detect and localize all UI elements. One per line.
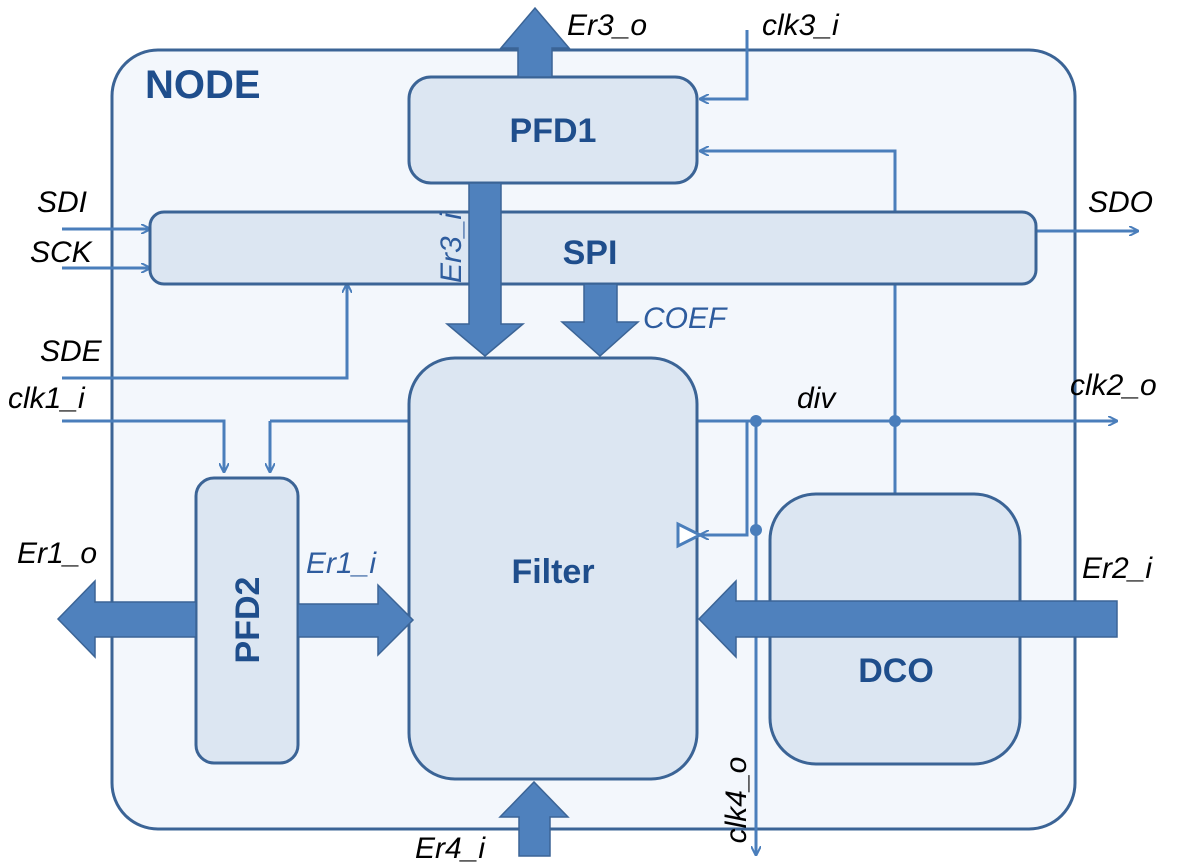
clk1-i-label: clk1_i (8, 382, 86, 415)
clk1-i-line (62, 419, 224, 472)
clk3-i-label: clk3_i (762, 9, 840, 42)
sde-label: SDE (40, 335, 103, 368)
coef-label: COEF (643, 302, 728, 335)
sdi-label: SDI (37, 186, 87, 219)
er1-i-bus-arrow (297, 583, 415, 657)
filter-block (407, 356, 699, 781)
junction-dot (750, 524, 762, 536)
clock-input-triangle (676, 521, 704, 549)
div-feed-line (700, 421, 749, 535)
node-title: NODE (145, 63, 261, 107)
clk3-i-line (700, 30, 749, 99)
filter-label: Filter (511, 553, 594, 591)
er1-o-label: Er1_o (17, 537, 97, 570)
junction-dot (750, 415, 762, 427)
pfd1-block (407, 75, 699, 185)
er4-i-bus-arrow (498, 780, 570, 857)
clk4-o-label: clk4_o (720, 757, 753, 844)
dco-feedback-line (700, 151, 897, 494)
er1-o-bus-arrow (56, 579, 197, 659)
er2-i-label: Er2_i (1082, 552, 1153, 585)
er2-i-bus-arrow (697, 579, 1118, 659)
spi-label: SPI (563, 234, 618, 272)
sdo-label: SDO (1088, 186, 1153, 219)
er1-i-label: Er1_i (306, 547, 377, 580)
er3-o-label: Er3_o (567, 9, 647, 42)
er4-i-label: Er4_i (415, 832, 486, 865)
dco-label: DCO (858, 652, 934, 690)
er3-i-bus-arrow (444, 182, 526, 357)
er3-o-bus-arrow (499, 6, 571, 78)
junction-dot (889, 415, 901, 427)
coef-bus-arrow (560, 283, 640, 358)
pfd1-label: PFD1 (510, 112, 597, 150)
div-label: div (797, 382, 837, 415)
er3-i-label: Er3_i (435, 212, 468, 283)
sde-line (62, 284, 347, 380)
pfd2-label: PFD2 (229, 577, 267, 664)
sck-label: SCK (30, 236, 94, 269)
clk2-o-label: clk2_o (1070, 369, 1157, 402)
